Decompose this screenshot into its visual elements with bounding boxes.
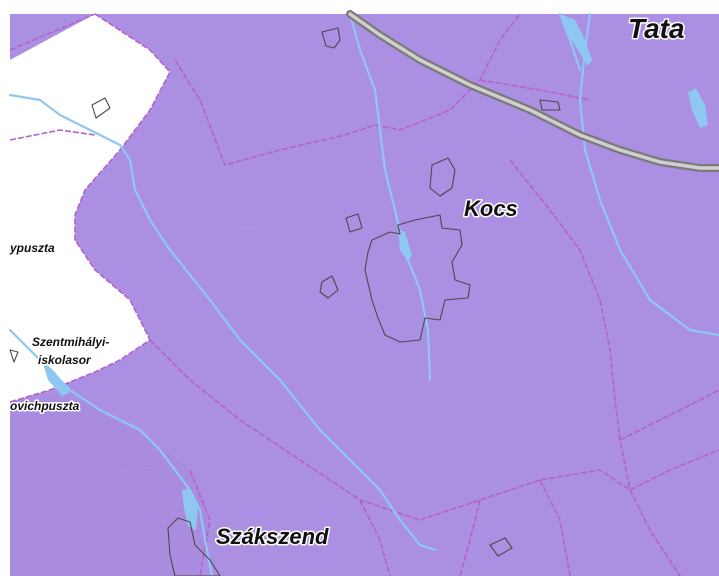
- label-vichpuszta: ovichpuszta: [10, 399, 80, 413]
- label-iskolasor: iskolasor: [38, 353, 92, 367]
- label-kocs: Kocs: [464, 196, 518, 221]
- label-ypuszta: ypuszta: [9, 241, 55, 255]
- label-szakszend: Szákszend: [216, 524, 329, 549]
- motorway[interactable]: [346, 10, 719, 172]
- district-area-left-strip: [10, 290, 75, 350]
- lakes: [42, 14, 708, 530]
- settlement-small-sw: [9, 349, 19, 363]
- settlement-kocs-sw: [319, 275, 339, 299]
- lake-szakszend: [182, 488, 198, 530]
- label-tata: Tata: [628, 13, 685, 44]
- district-boundaries: [9, 13, 719, 576]
- river-east: [578, 12, 719, 337]
- lake-kocs: [398, 230, 412, 262]
- map-labels: Tata Kocs ypuszta Szentmihályi- iskolaso…: [8, 12, 687, 551]
- river-west: [8, 93, 437, 552]
- settlement-bottom-mid: [489, 537, 513, 557]
- settlement-outlines[interactable]: [9, 27, 561, 576]
- label-szentmihalyi: Szentmihályi-: [32, 335, 109, 349]
- lake-szentmihalyi: [42, 360, 70, 396]
- district-area-top-left: [10, 14, 95, 60]
- settlement-kocs-north: [429, 157, 456, 197]
- settlement-top: [321, 27, 341, 49]
- settlement-kocs: [364, 214, 471, 343]
- lake-east: [688, 88, 708, 128]
- terrain-texture: [119, 195, 661, 521]
- settlement-szakszend: [167, 517, 221, 576]
- district-area-lower-left: [10, 398, 210, 576]
- district-area: [10, 14, 719, 576]
- settlement-east-top: [539, 99, 561, 111]
- lake-north: [560, 14, 592, 66]
- settlement-kocs-west: [345, 213, 363, 233]
- settlement-small-nw: [91, 97, 111, 119]
- river-kocs: [348, 12, 432, 382]
